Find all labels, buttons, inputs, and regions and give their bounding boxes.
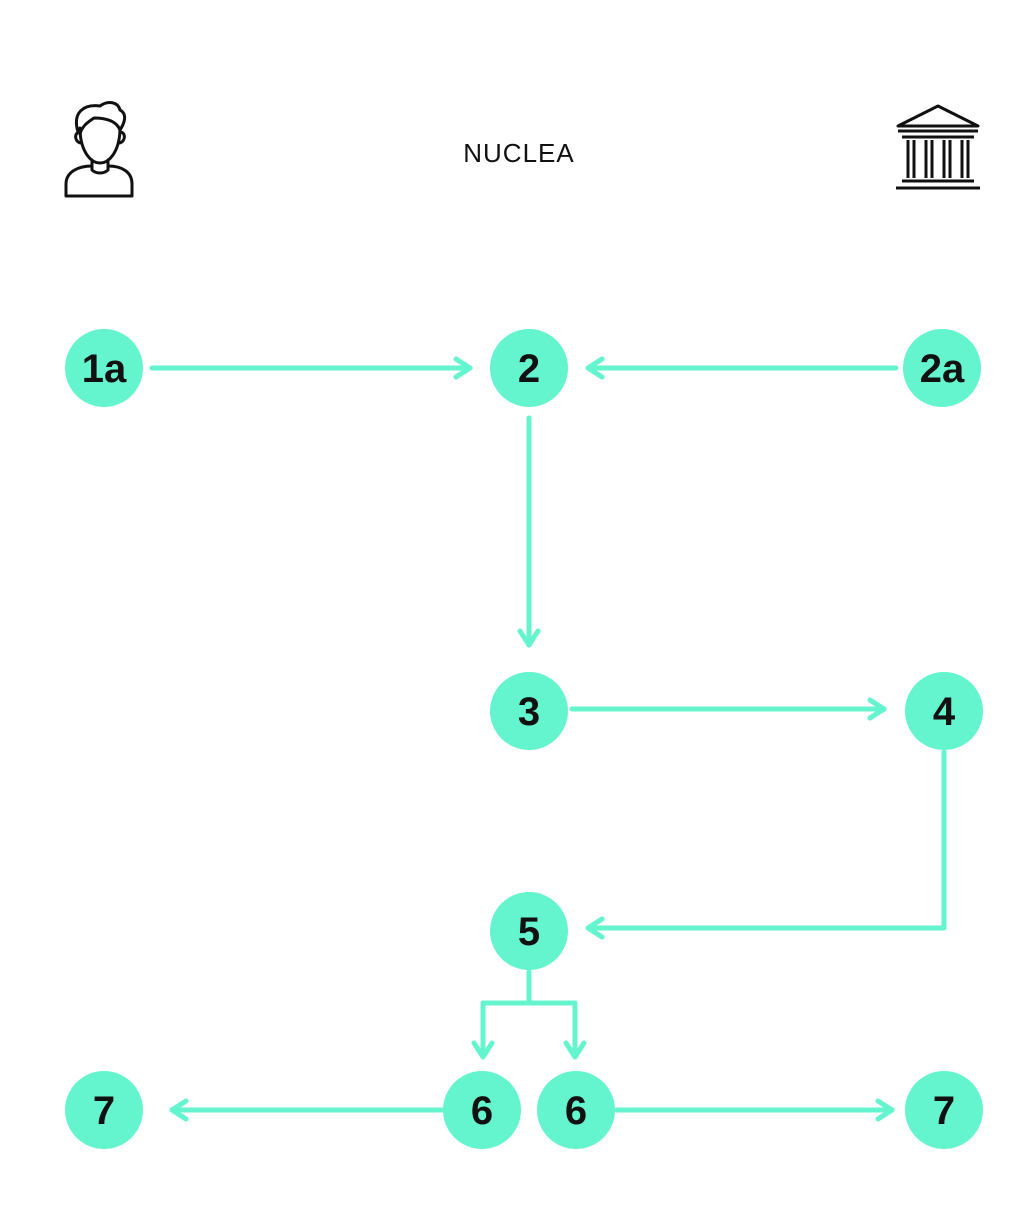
connector-line [585, 749, 947, 931]
arrow-head [169, 1098, 189, 1122]
node-circle [443, 1071, 521, 1149]
node-n7-left: 7 [65, 1071, 143, 1149]
node-circle [903, 329, 981, 407]
node-label: 1a [82, 347, 127, 391]
node-circle [490, 329, 568, 407]
connector-n2-to-n3 [517, 415, 541, 648]
connector-n6-right-to-n7-right [613, 1098, 895, 1122]
arrow-head [563, 1040, 587, 1060]
arrow-head [875, 1098, 895, 1122]
connectors [149, 356, 947, 1122]
connector-n3-to-n4 [569, 697, 887, 721]
arrow-head [585, 356, 605, 380]
connector-n5-to-n6-right [526, 1000, 587, 1060]
nodes: 1a 2 2a 3 4 5 6 6 7 7 [65, 329, 983, 1149]
arrow-head [453, 356, 473, 380]
arrow-head [517, 628, 541, 648]
node-n5: 5 [490, 892, 568, 970]
node-n6-right: 6 [537, 1071, 615, 1149]
node-label: 6 [565, 1089, 587, 1133]
node-circle [905, 672, 983, 750]
connector-n6-left-to-n7-left [169, 1098, 445, 1122]
connector-line [526, 1000, 578, 1060]
node-label: 3 [518, 690, 540, 734]
node-n7-right: 7 [905, 1071, 983, 1149]
node-n3: 3 [490, 672, 568, 750]
node-circle [905, 1071, 983, 1149]
node-circle [490, 892, 568, 970]
brand-logo: NUCLEA [463, 138, 574, 168]
node-label: 6 [471, 1089, 493, 1133]
node-n2: 2 [490, 329, 568, 407]
node-n4: 4 [905, 672, 983, 750]
person-icon [64, 101, 134, 198]
bank-building-icon [896, 104, 980, 190]
arrow-head [471, 1040, 495, 1060]
connector-line [480, 969, 532, 1060]
arrow-head [585, 916, 605, 940]
node-n1a: 1a [65, 329, 143, 407]
connector-n4-to-n5 [585, 749, 947, 940]
node-circle [537, 1071, 615, 1149]
node-circle [65, 329, 143, 407]
node-label: 5 [518, 910, 540, 954]
connector-n5-to-n6-left [471, 969, 532, 1060]
node-n2a: 2a [903, 329, 981, 407]
node-label: 2 [518, 347, 540, 391]
node-label: 2a [920, 347, 965, 391]
connector-n1a-to-n2 [149, 356, 473, 380]
connector-n2a-to-n2 [585, 356, 899, 380]
node-label: 7 [93, 1089, 115, 1133]
node-label: 4 [933, 690, 956, 734]
arrow-head [867, 697, 887, 721]
node-circle [490, 672, 568, 750]
node-n6-left: 6 [443, 1071, 521, 1149]
node-circle [65, 1071, 143, 1149]
node-label: 7 [933, 1089, 955, 1133]
